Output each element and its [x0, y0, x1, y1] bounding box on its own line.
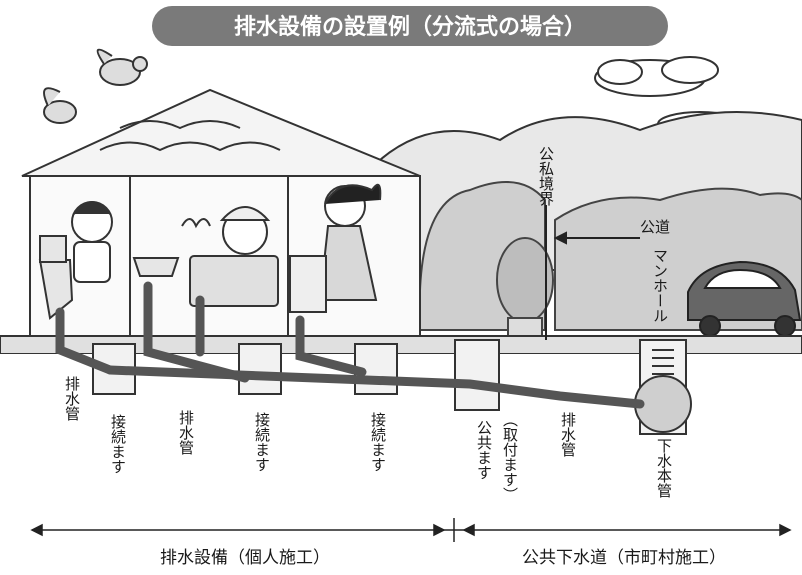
label-masu-3: 接続ます	[369, 412, 387, 472]
label-drain-pipe-mid: 排水管	[177, 410, 195, 455]
drain-pipe	[55, 281, 645, 409]
road-extent-arrow	[553, 231, 640, 245]
label-main-sewer: 下水本管	[655, 438, 673, 498]
house-roof	[21, 88, 421, 177]
label-drain-pipe-left: 排水管	[63, 376, 81, 421]
label-masu-1: 接続ます	[109, 414, 127, 474]
page-title: 排水設備の設置例（分流式の場合）	[234, 14, 586, 40]
label-manhole: マンホール	[651, 248, 669, 323]
label-drain-pipe-right: 排水管	[559, 412, 577, 457]
washbasin	[132, 257, 180, 277]
footer-public: 公共下水道（市町村施工）	[522, 548, 726, 568]
connection-masu	[92, 339, 500, 411]
footer-private: 排水設備（個人施工）	[160, 548, 330, 568]
manhole	[634, 339, 692, 435]
extent-arrows	[30, 518, 792, 542]
woman-figure	[289, 183, 382, 313]
label-public-masu: 公共ます	[475, 420, 493, 480]
label-public-road: 公道	[640, 218, 670, 236]
shrub	[496, 237, 554, 341]
label-masu-2: 接続ます	[253, 412, 271, 472]
bird-icon	[43, 48, 148, 124]
bath-figure	[181, 206, 279, 307]
cloud-icon	[594, 56, 719, 97]
label-public-masu-note: （取付ます）	[501, 412, 519, 502]
child-figure	[38, 201, 113, 320]
label-boundary: 公私境界	[537, 146, 555, 206]
title-banner	[152, 6, 668, 46]
